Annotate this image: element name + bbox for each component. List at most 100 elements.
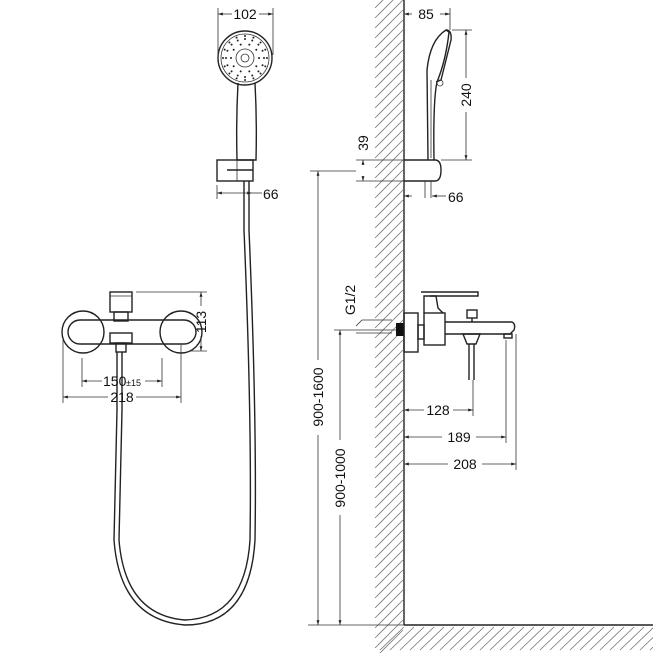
handshower-side <box>426 29 452 161</box>
hatch-line <box>374 469 404 499</box>
hatch-line <box>419 626 445 651</box>
hatch-line <box>449 626 475 651</box>
nozzle-dot <box>230 70 233 73</box>
dim-holder-mount-height: 900-1600 <box>310 170 356 625</box>
nozzle-dot <box>264 48 267 51</box>
hatch-line <box>374 449 404 479</box>
dim-label: 189 <box>447 429 471 445</box>
hatch-line <box>539 626 565 651</box>
hatch-line <box>639 636 653 651</box>
hatch-line <box>374 439 404 469</box>
dim-label: 113 <box>193 311 209 334</box>
hatch-line <box>374 89 404 119</box>
dim-label: 66 <box>448 189 464 205</box>
hatch-line <box>374 199 404 229</box>
dim-handshower-length: 240 <box>441 29 474 161</box>
hatch-line <box>529 626 555 651</box>
hatch-line <box>399 626 425 651</box>
nozzle-dot <box>257 43 260 46</box>
hatch-line <box>374 589 404 619</box>
hatch-line <box>374 139 404 169</box>
hatch-line <box>579 626 605 651</box>
hatch-line <box>429 626 455 651</box>
hatch-line <box>589 626 615 651</box>
dim-mixer-mount-height: 900-1000 <box>332 329 396 625</box>
hatch-line <box>374 159 404 189</box>
hatch-line <box>469 626 495 651</box>
hatch-line <box>374 169 404 199</box>
dim-label: 85 <box>418 6 434 22</box>
thread-label: G1/2 <box>342 285 358 316</box>
hatch-line <box>459 626 485 651</box>
nozzle-dot <box>248 70 251 73</box>
hatch-line <box>374 19 404 49</box>
dim-center-distance: 150 ±15 <box>81 358 163 389</box>
hatch-line <box>374 609 404 639</box>
hatch-line <box>374 389 404 419</box>
dim-label: 128 <box>426 402 450 418</box>
nozzle-dot <box>251 74 254 77</box>
hatch-line <box>374 129 404 159</box>
nozzle-dot <box>244 35 246 37</box>
side-view: 85 240 39 66 900-1600 <box>308 0 653 653</box>
hatch-line <box>374 119 404 149</box>
nozzle-dot <box>239 43 242 46</box>
nozzle-dot <box>236 39 239 42</box>
shower-holder <box>216 159 254 182</box>
dim-label: 218 <box>110 389 134 405</box>
hatch-line <box>569 626 595 651</box>
hatch-line <box>374 529 404 559</box>
dim-holder-height: 39 <box>355 135 404 182</box>
nozzle-dot <box>225 57 227 59</box>
hatch-line <box>519 626 545 651</box>
nozzle-dot <box>239 70 242 73</box>
dim-label: 900-1000 <box>332 448 348 507</box>
hatch-line <box>374 29 404 59</box>
hatch-line <box>389 626 415 651</box>
hatch-line <box>374 219 404 249</box>
hatch-line <box>374 599 404 629</box>
hatch-line <box>374 189 404 219</box>
nozzle-dot <box>264 65 267 68</box>
inlet-thread-label: G1/2 <box>342 285 392 334</box>
nozzle-dot <box>261 64 264 67</box>
hatch-line <box>374 339 404 369</box>
hatch-line <box>489 626 515 651</box>
nozzle-dot <box>235 77 238 80</box>
hatch-line <box>374 479 404 509</box>
nozzle-dot <box>222 57 224 59</box>
nozzle-dot <box>223 48 226 51</box>
hatch-line <box>374 459 404 489</box>
hatch-line <box>479 626 505 651</box>
hatch-line <box>374 379 404 409</box>
dim-spout-overall-projection: 208 <box>404 334 517 472</box>
dim-holder-projection: 66 <box>404 189 464 205</box>
nozzle-dot <box>228 41 231 44</box>
hatch-line <box>374 509 404 539</box>
hatch-line <box>374 569 404 599</box>
nozzle-dot <box>257 70 260 73</box>
dim-handshower-diameter: 102 <box>217 6 274 55</box>
hatch-line <box>374 499 404 529</box>
hatch-line <box>374 299 404 329</box>
dim-holder-width: 66 <box>216 185 279 202</box>
hatch-line <box>374 399 404 429</box>
handshower-head <box>217 30 273 86</box>
nozzle-dot <box>230 43 233 46</box>
hatch-line <box>374 519 404 549</box>
hatch-line <box>374 269 404 299</box>
hatch-line <box>499 626 525 651</box>
hatch-line <box>439 626 465 651</box>
hatch-line <box>374 229 404 259</box>
hatch-line <box>374 489 404 519</box>
hatch-line <box>374 0 384 9</box>
nozzle-dot <box>255 48 258 51</box>
dim-handshower-depth: 85 <box>404 6 451 30</box>
mixer-front <box>61 291 203 354</box>
nozzle-dot <box>232 48 235 51</box>
dim-diverter-projection: 128 <box>404 380 474 418</box>
hatch-line <box>374 579 404 609</box>
hatch-line <box>374 69 404 99</box>
nozzle-dot <box>228 72 231 75</box>
